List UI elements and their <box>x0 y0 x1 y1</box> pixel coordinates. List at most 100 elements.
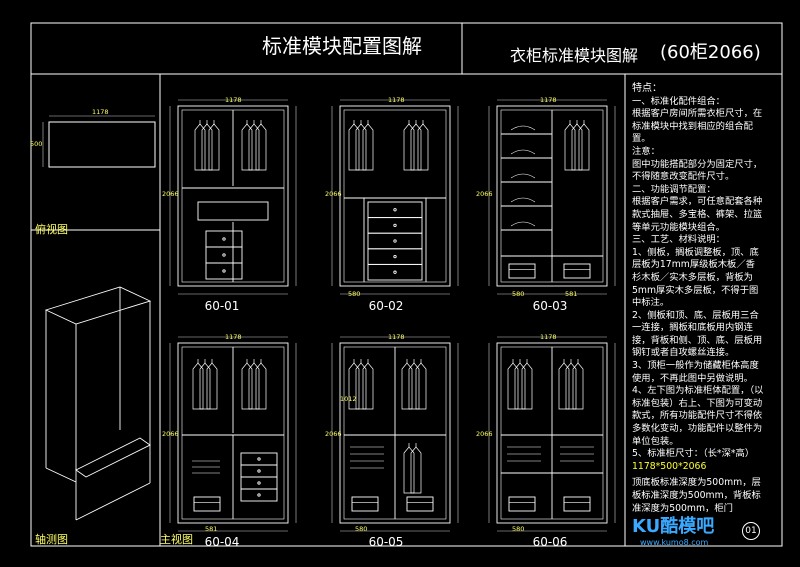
width-dim: 1178 <box>540 96 557 104</box>
height-dim: 2066 <box>325 190 342 198</box>
top-width-dim: 1178 <box>92 108 109 116</box>
garment-shape <box>410 123 422 171</box>
drawer-knob <box>393 239 397 243</box>
garment-shape <box>564 123 576 171</box>
garment-shape <box>403 123 415 171</box>
cabinet-frame <box>339 105 451 287</box>
hang-dim: 1012 <box>340 395 357 403</box>
storage-box <box>406 496 434 512</box>
drawer-knob <box>257 469 261 473</box>
note-line: 4、左下图为标准柜体配置，（以标准包装）右上、下图为可变动款式，所有功能配件尺寸… <box>632 385 764 447</box>
garment-shape <box>248 123 260 171</box>
garment-shape <box>408 362 420 410</box>
garment-shape <box>355 362 367 410</box>
top-view <box>42 115 156 168</box>
garment-shape <box>578 123 590 171</box>
garment-shape <box>208 123 220 171</box>
cabinet-label: 60-01 <box>204 299 240 313</box>
note-line: 一、标准化配件组合： <box>632 95 725 107</box>
garment-shape <box>255 362 267 410</box>
note-line: 根据客户需求，可任意配套各种款式抽屉、多宝格、裤架、拉篮等单元功能模块组合。 <box>632 196 763 233</box>
cabinet-label: 60-04 <box>204 535 240 549</box>
drawer-knob <box>257 481 261 485</box>
column-dim: 580 <box>348 290 361 298</box>
height-dim: 2066 <box>162 190 179 198</box>
garment-shape <box>199 362 211 410</box>
drawer-knob <box>257 457 261 461</box>
sub-title: 衣柜标准模块图解 <box>510 46 639 65</box>
garment-shape <box>571 123 583 171</box>
garment-shape <box>348 123 360 171</box>
garment-shape <box>241 362 253 410</box>
garment-shape <box>206 362 218 410</box>
storage-box <box>508 496 536 512</box>
width-dim: 1178 <box>388 96 405 104</box>
folded-item <box>510 221 536 227</box>
width-dim: 1178 <box>540 333 557 341</box>
cabinet-frame <box>339 342 451 524</box>
watermark-url: www.kumo8.com <box>640 538 709 547</box>
drawer-knob <box>393 254 397 259</box>
cabinet-label: 60-05 <box>368 535 404 549</box>
width-dim: 1178 <box>225 333 242 341</box>
folded-item <box>510 173 536 179</box>
top-view-label: 俯视图 <box>35 223 68 236</box>
column-dim: 581 <box>565 290 578 298</box>
note-line: 三、工艺、材料说明： <box>632 234 725 246</box>
height-dim: 2066 <box>476 430 493 438</box>
model-title: (60柜2066) <box>660 42 761 63</box>
garment-shape <box>558 362 570 410</box>
drawer-knob <box>393 270 397 274</box>
garment-shape <box>241 123 253 171</box>
garment-shape <box>355 123 367 171</box>
height-dim: 2066 <box>476 190 493 198</box>
drawer <box>240 476 278 490</box>
folded-item <box>510 125 536 131</box>
cabinet-frame <box>496 105 608 287</box>
height-dim: 2066 <box>325 430 342 438</box>
garment-shape <box>255 123 267 171</box>
storage-box <box>193 496 221 512</box>
note-line: 顶底板标准深度为500mm，层板标准深度为500mm，背板标准深度为500mm，… <box>632 477 761 514</box>
notes-heading: 特点： <box>632 83 662 94</box>
cabinet-inner <box>343 109 447 283</box>
column-dim: 580 <box>355 525 368 533</box>
cabinet-label: 60-02 <box>368 299 404 313</box>
drawer-knob <box>222 253 226 257</box>
garment-shape <box>194 123 206 171</box>
note-line: 注意： <box>632 145 660 157</box>
drawer-knob <box>222 237 226 241</box>
column-dim: 580 <box>512 525 525 533</box>
storage-box <box>563 263 591 279</box>
width-dim: 1178 <box>225 96 242 104</box>
notes-panel: 特点： 一、标准化配件组合： 根据客户房间所需衣柜尺寸，在标准模块中找到相应的组… <box>632 83 764 515</box>
axon-view-label: 轴测图 <box>35 533 68 546</box>
garment-shape <box>565 362 577 410</box>
garment-shape <box>514 362 526 410</box>
axon-view <box>44 286 152 521</box>
drawer-knob <box>393 223 397 228</box>
note-line: 图中功能搭配部分为固定尺寸，不得随意改变配件尺寸。 <box>632 158 763 183</box>
main-title: 标准模块配置图解 <box>262 34 422 58</box>
tray <box>197 201 269 221</box>
note-line: 3、顶柜一般作为储藏柜体高度使用，不再此图中另做说明。 <box>632 360 759 384</box>
garment-shape <box>362 362 374 410</box>
drawer <box>240 452 278 466</box>
storage-box <box>351 496 379 512</box>
size-value: 1178*500*2066 <box>632 460 707 472</box>
folded-item <box>510 149 536 155</box>
cabinet-frame <box>177 105 289 287</box>
garment-shape <box>410 446 422 494</box>
drawer <box>367 201 423 219</box>
garment-shape <box>572 362 584 410</box>
drawer <box>240 464 278 478</box>
garment-shape <box>415 362 427 410</box>
garment-shape <box>403 446 415 494</box>
drawer <box>367 263 423 281</box>
outer-frame <box>30 22 783 547</box>
drawer-knob <box>257 493 261 497</box>
note-line: 根据客户房间所需衣柜尺寸，在标准模块中找到相应的组合配置。 <box>632 108 763 145</box>
storage-box <box>508 263 536 279</box>
